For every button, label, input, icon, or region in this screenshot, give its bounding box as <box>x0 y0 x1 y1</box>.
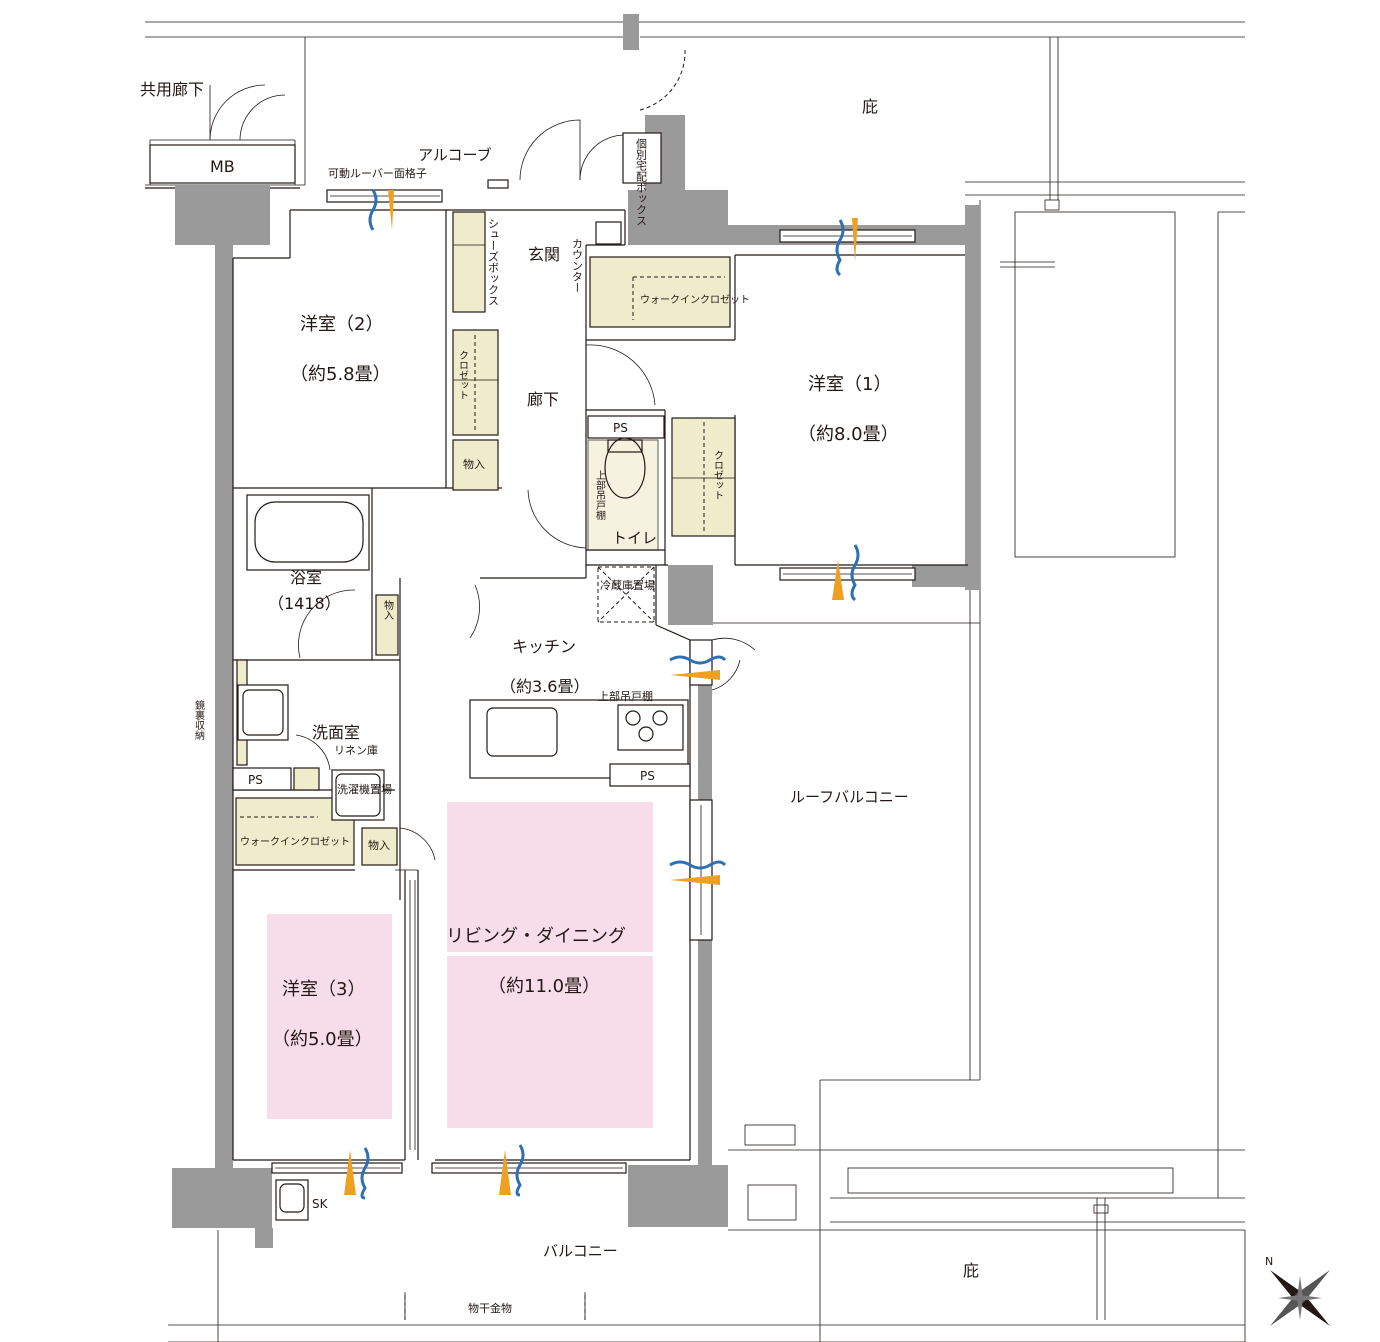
room3-name: 洋室（3） <box>282 979 365 1000</box>
washroom-label: 洗面室 <box>312 723 360 742</box>
alcove-label: アルコーブ <box>418 146 492 164</box>
kitchen-size: （約3.6畳） <box>500 677 589 696</box>
room1-name: 洋室（1） <box>808 374 891 395</box>
closet-room2-label: クロゼット <box>457 350 469 400</box>
entrance-label: 玄関 <box>528 245 560 264</box>
sk-label: SK <box>312 1197 329 1211</box>
ps-wash-label: PS <box>248 773 263 787</box>
light-icon <box>344 190 858 1195</box>
room1-size: （約8.0畳） <box>798 424 899 445</box>
storage-bath <box>375 594 399 656</box>
labels: 共用廊下 MB アルコーブ 可動ルーバー面格子 庇 玄関 廊下 トイレ 洋室（2… <box>140 80 979 1315</box>
storage-hall <box>452 439 499 491</box>
ventilation-icon <box>360 189 860 1200</box>
laundry-pole-label: 物干金物 <box>468 1301 512 1315</box>
ps-toilet-label: PS <box>613 421 628 435</box>
ld-name: リビング・ダイニング <box>446 926 626 947</box>
upper-cabinet-kitchen-label: 上部吊戸棚 <box>598 689 653 703</box>
hallway-label: 廊下 <box>527 390 559 409</box>
balcony-label: バルコニー <box>543 1242 618 1260</box>
mb-label: MB <box>210 157 235 176</box>
upper-cabinet-toilet-label: 上部吊戸棚 <box>594 470 606 521</box>
interior-lines <box>232 209 968 1161</box>
toilet-label: トイレ <box>612 529 657 547</box>
storage-hall-label: 物入 <box>463 457 485 471</box>
louver-grille-label: 可動ルーバー面格子 <box>328 166 427 180</box>
svg-text:N: N <box>1265 1255 1273 1268</box>
living-dining-highlight-top <box>447 802 653 952</box>
room2-name: 洋室（2） <box>300 314 383 335</box>
storage-bath-label: 物入 <box>382 599 394 620</box>
bathroom-name: 浴室 <box>290 568 322 587</box>
windows <box>271 179 916 1174</box>
fixtures <box>149 132 691 1221</box>
walk-in-closet-1 <box>589 256 731 328</box>
eaves-bottom-label: 庇 <box>963 1261 979 1280</box>
room3-size: （約5.0畳） <box>272 1029 373 1050</box>
washer-label: 洗濯機置場 <box>337 782 392 796</box>
closet-room2 <box>452 329 499 436</box>
counter-label: カウンター <box>571 238 584 293</box>
building-outline <box>145 21 1246 1342</box>
storage-wic-label: 物入 <box>368 838 390 852</box>
highlight-rooms <box>267 802 653 1128</box>
fridge-label: 冷蔵庫置場 <box>600 578 655 592</box>
living-dining-highlight-bottom <box>447 956 653 1128</box>
ps-kitchen-label: PS <box>640 769 655 783</box>
linen-label: リネン庫 <box>334 743 378 757</box>
eaves-top-label: 庇 <box>862 97 878 116</box>
shoe-box <box>452 211 486 313</box>
wic1-label: ウォークインクロゼット <box>640 294 750 306</box>
compass-icon <box>1270 1270 1330 1326</box>
delivery-box-label: 個別宅配ボックス <box>635 138 648 226</box>
closet-room1-label: クロゼット <box>712 450 724 500</box>
roof-balcony-label: ルーフバルコニー <box>790 788 909 806</box>
common-corridor-label: 共用廊下 <box>140 80 204 99</box>
shoe-box-label: シューズボックス <box>487 218 500 306</box>
ld-size: （約11.0畳） <box>488 976 600 997</box>
mirror-storage-label: 鏡裏収納 <box>193 699 205 741</box>
doors <box>209 49 756 861</box>
linen-storage <box>293 767 320 791</box>
kitchen-name: キッチン <box>512 637 576 656</box>
room3-highlight <box>267 914 392 1119</box>
room2-size: （約5.8畳） <box>290 364 391 385</box>
storage-wic <box>361 827 398 866</box>
closet-room1 <box>671 417 736 537</box>
wic3-label: ウォークインクロゼット <box>240 836 350 848</box>
bathroom-size: （1418） <box>268 594 341 613</box>
